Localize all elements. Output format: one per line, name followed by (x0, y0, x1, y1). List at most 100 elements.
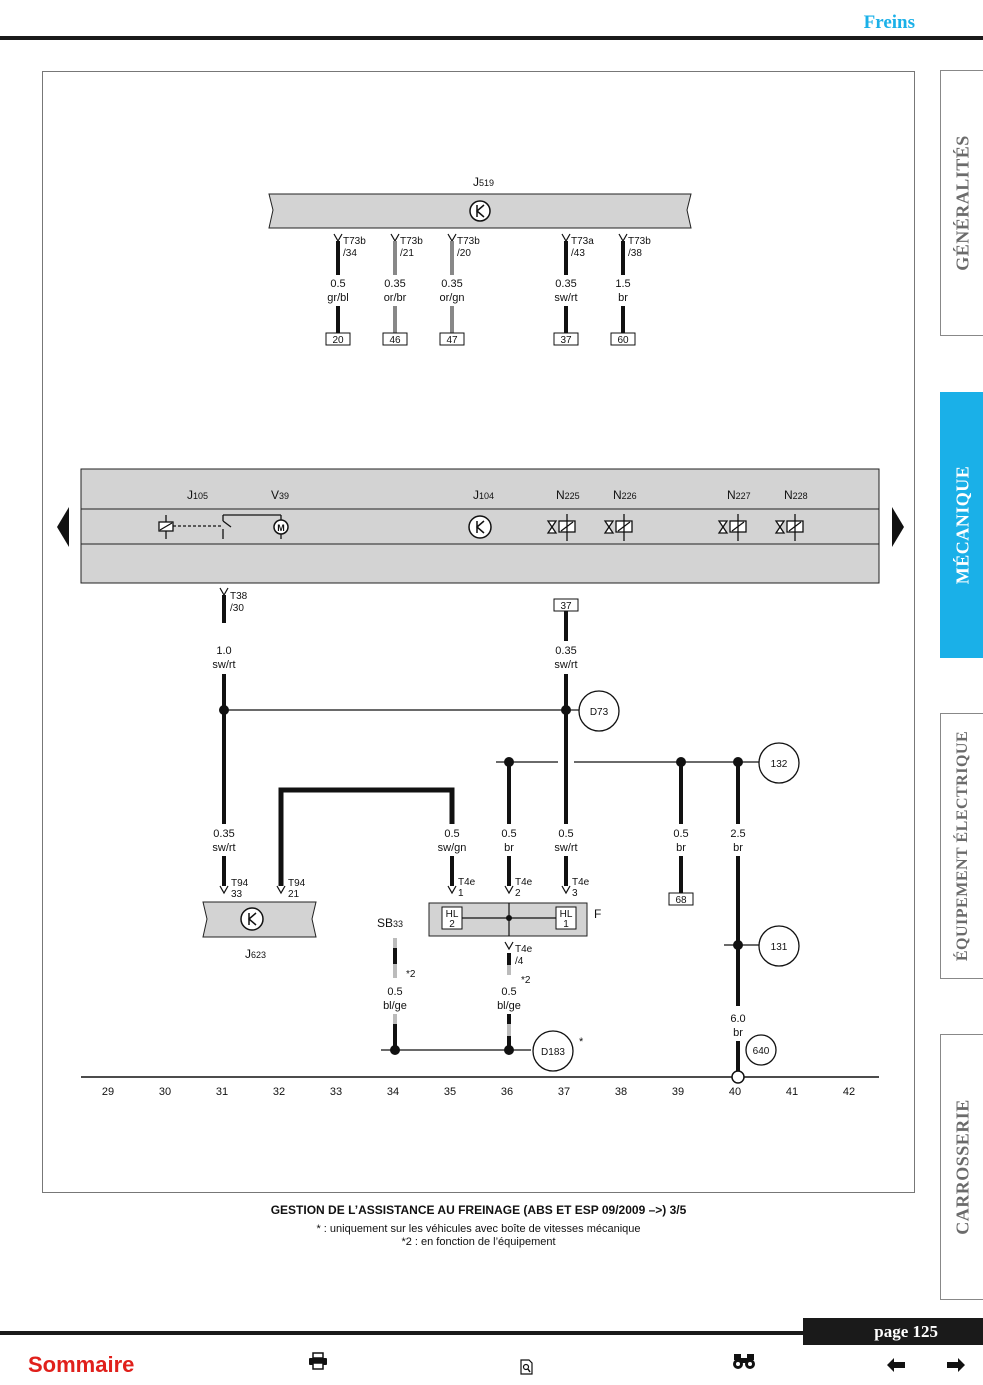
circle-132: 132 (758, 742, 800, 784)
svg-text:sw/rt: sw/rt (212, 659, 235, 671)
svg-text:0.35: 0.35 (441, 278, 462, 290)
j519-module-icon (469, 200, 491, 222)
section-title: Freins (863, 12, 915, 33)
j519-wire-38: T73b /38 1.5 br 60 (610, 233, 651, 346)
svg-text:132: 132 (771, 759, 788, 770)
svg-text:0.35: 0.35 (384, 278, 405, 290)
diagram-frame: J519 T73b /34 0.5 gr/bl 20 T73b /21 0.35… (42, 71, 915, 1193)
svg-text:/30: /30 (230, 603, 244, 614)
j623-label: J623 (245, 947, 266, 961)
grid-number: 31 (216, 1086, 228, 1098)
svg-text:sw/rt: sw/rt (212, 842, 235, 854)
grid-number: 33 (330, 1086, 342, 1098)
svg-text:*: * (579, 1036, 584, 1048)
tab-mecanique[interactable]: MÉCANIQUE (940, 392, 983, 658)
svg-text:T73a: T73a (571, 236, 594, 247)
svg-text:/38: /38 (628, 248, 642, 259)
svg-text:sw/gn: sw/gn (438, 842, 467, 854)
svg-text:bl/ge: bl/ge (383, 1000, 407, 1012)
svg-text:1.0: 1.0 (216, 645, 231, 657)
svg-text:37: 37 (560, 601, 572, 612)
svg-text:sw/rt: sw/rt (554, 659, 577, 671)
arrow-right-icon[interactable] (946, 1356, 966, 1379)
sommaire-link[interactable]: Sommaire (28, 1352, 135, 1377)
grid-number: 29 (102, 1086, 114, 1098)
tab-equipement-electrique[interactable]: ÉQUIPEMENT ÉLECTRIQUE (940, 713, 983, 979)
svg-text:0.35: 0.35 (213, 828, 234, 840)
svg-text:46: 46 (389, 335, 401, 346)
grid-number: 38 (615, 1086, 627, 1098)
lower-wire-31: 0.35 sw/rt T94 33 (212, 828, 248, 900)
svg-text:gr/bl: gr/bl (327, 292, 348, 304)
scroll-right-arrow-icon[interactable] (892, 507, 904, 547)
n228-label: N228 (784, 488, 808, 502)
grid-number: 39 (672, 1086, 684, 1098)
svg-text:F: F (594, 907, 601, 921)
svg-text:/20: /20 (457, 248, 471, 259)
svg-text:br: br (676, 842, 686, 854)
grid-number: 30 (159, 1086, 171, 1098)
binoculars-icon[interactable] (732, 1352, 756, 1376)
svg-text:M: M (277, 523, 285, 533)
grid-number: 36 (501, 1086, 513, 1098)
svg-text:HL: HL (560, 909, 573, 920)
svg-text:T4e: T4e (515, 877, 533, 888)
j519-wire-34: T73b /34 0.5 gr/bl 20 (325, 233, 366, 346)
svg-text:T94: T94 (231, 878, 249, 889)
grid-number: 37 (558, 1086, 570, 1098)
svg-text:T73b: T73b (457, 236, 480, 247)
tab-carrosserie-label: CARROSSERIE (952, 1099, 972, 1235)
svg-text:br: br (733, 1027, 743, 1039)
svg-text:68: 68 (675, 895, 687, 906)
page-number-box (803, 1318, 983, 1345)
svg-text:0.5: 0.5 (330, 278, 345, 290)
valve-n228-icon (774, 514, 804, 541)
j519-label: J519 (473, 175, 494, 189)
header-rule (0, 36, 983, 40)
svg-text:*2: *2 (521, 975, 531, 986)
circle-131: 131 (758, 925, 800, 967)
document-search-icon[interactable] (519, 1358, 535, 1381)
svg-text:37: 37 (560, 335, 572, 346)
svg-text:br: br (504, 842, 514, 854)
svg-text:T4e: T4e (458, 877, 476, 888)
tab-carrosserie[interactable]: CARROSSERIE (940, 1034, 983, 1300)
lower-wire-39: 0.5 br 68 (668, 828, 694, 906)
svg-text:0.5: 0.5 (558, 828, 573, 840)
svg-text:br: br (618, 292, 628, 304)
grid-number: 32 (273, 1086, 285, 1098)
j519-wire-43: T73a /43 0.35 sw/rt 37 (553, 233, 594, 346)
j104-label: J104 (473, 488, 494, 502)
scroll-left-arrow-icon[interactable] (57, 507, 69, 547)
arrow-left-icon[interactable] (886, 1356, 906, 1379)
svg-text:or/gn: or/gn (439, 292, 464, 304)
relay-j105-icon (158, 514, 282, 539)
svg-text:T73b: T73b (628, 236, 651, 247)
svg-text:0.5: 0.5 (444, 828, 459, 840)
svg-text:131: 131 (771, 942, 788, 953)
svg-text:1: 1 (563, 919, 569, 930)
ref-37-top: 37 0.35 sw/rt (553, 598, 579, 671)
svg-text:/4: /4 (515, 956, 524, 967)
svg-text:2.5: 2.5 (730, 828, 745, 840)
fuse-sb33: SB33 *2 0.5 bl/ge (377, 916, 416, 1038)
lower-wire-35: 0.5 sw/gn T4e 1 (438, 828, 476, 899)
svg-text:T73b: T73b (400, 236, 423, 247)
j519-wire-20: T73b /20 0.35 or/gn 47 (439, 233, 480, 346)
svg-text:2: 2 (449, 919, 455, 930)
footer-rule (0, 1331, 983, 1335)
caption-note-1: * : uniquement sur les véhicules avec bo… (316, 1223, 641, 1235)
svg-text:0.5: 0.5 (387, 986, 402, 998)
wiring-diagram: J519 T73b /34 0.5 gr/bl 20 T73b /21 0.35… (57, 175, 904, 1098)
print-icon[interactable] (308, 1352, 328, 1376)
sb33-label: SB33 (377, 916, 403, 930)
ground-point-40 (731, 1070, 745, 1084)
svg-text:T4e: T4e (572, 877, 590, 888)
svg-text:60: 60 (617, 335, 629, 346)
svg-text:640: 640 (753, 1046, 770, 1057)
svg-text:or/br: or/br (384, 292, 407, 304)
tab-generalites[interactable]: GÉNÉRALITÉS (940, 70, 983, 336)
j623-module-icon (240, 907, 264, 931)
svg-text:bl/ge: bl/ge (497, 1000, 521, 1012)
svg-text:0.5: 0.5 (501, 986, 516, 998)
